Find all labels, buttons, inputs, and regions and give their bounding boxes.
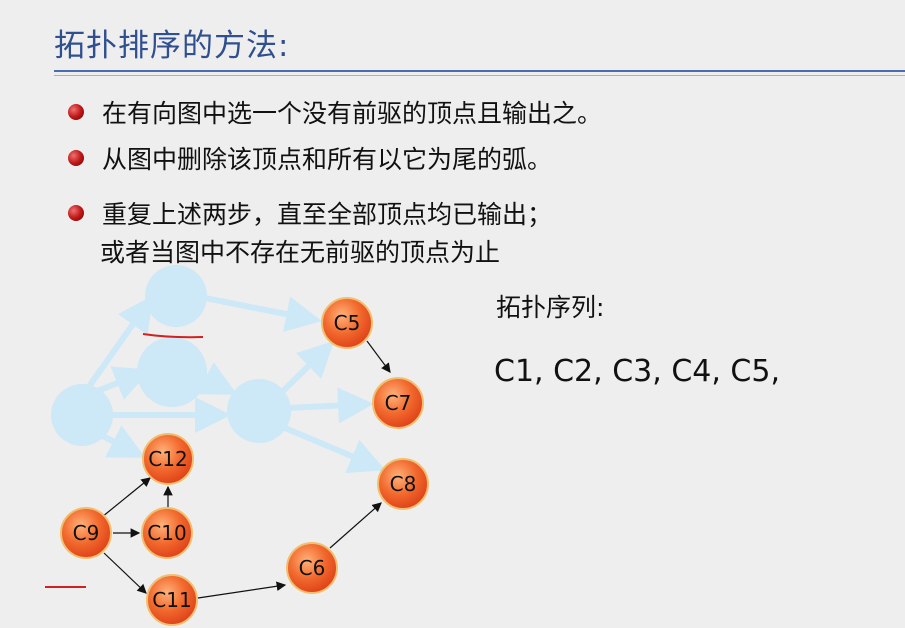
node-c11: C11	[146, 574, 198, 626]
active-edges	[101, 340, 391, 599]
node-c5: C5	[321, 297, 373, 349]
removed-edge	[199, 294, 322, 332]
removed-nodes	[51, 265, 291, 446]
sequence-label: 拓扑序列:	[496, 293, 605, 322]
bullet-text: 从图中删除该顶点和所有以它为尾的弧。	[102, 145, 553, 174]
bullet-text: 在有向图中选一个没有前驱的顶点且输出之。	[102, 99, 603, 128]
node-label: C9	[73, 521, 100, 545]
sequence-value: C1, C2, C3, C4, C5,	[494, 354, 780, 389]
removed-node	[227, 379, 291, 443]
edge-c5-c7	[366, 340, 391, 373]
active-nodes: C5 C7 C8 C12 C9 C10 C6 C11	[60, 297, 429, 626]
node-c6: C6	[286, 542, 338, 594]
removed-edge	[279, 340, 335, 395]
removed-node	[145, 265, 207, 327]
node-label: C7	[385, 391, 412, 415]
bullet-icon	[68, 104, 84, 120]
node-label: C12	[148, 447, 187, 471]
node-label: C6	[299, 556, 326, 580]
bullet-text: 重复上述两步，直至全部顶点均已输出；	[102, 200, 553, 229]
node-label: C5	[334, 311, 361, 335]
removed-edge	[197, 362, 238, 395]
bullet-icon	[68, 150, 84, 166]
edge-c6-c8	[329, 502, 382, 549]
bullet-icon	[68, 205, 84, 221]
bullet-text: 或者当图中不存在无前驱的顶点为止	[100, 238, 501, 267]
node-c10: C10	[141, 507, 193, 559]
edge-c9-c11	[103, 552, 147, 594]
removed-node	[137, 337, 207, 407]
node-c8: C8	[377, 458, 429, 510]
node-label: C10	[147, 521, 186, 545]
annotation-underline	[142, 333, 204, 339]
removed-edge	[80, 295, 154, 397]
node-c9: C9	[60, 507, 112, 559]
removed-edge	[283, 425, 386, 473]
node-label: C8	[390, 472, 417, 496]
node-c7: C7	[372, 377, 424, 429]
title-underline	[54, 70, 905, 72]
removed-node	[51, 384, 113, 446]
removed-edges	[80, 294, 386, 473]
slide-title: 拓扑排序的方法:	[54, 28, 290, 64]
edge-c9-c12	[101, 477, 151, 518]
node-c12: C12	[142, 433, 194, 485]
removed-edge	[287, 387, 374, 424]
removed-edge	[93, 366, 151, 400]
edge-c11-c6	[197, 581, 287, 599]
node-label: C11	[152, 588, 191, 612]
title-underline-thin	[54, 75, 905, 76]
